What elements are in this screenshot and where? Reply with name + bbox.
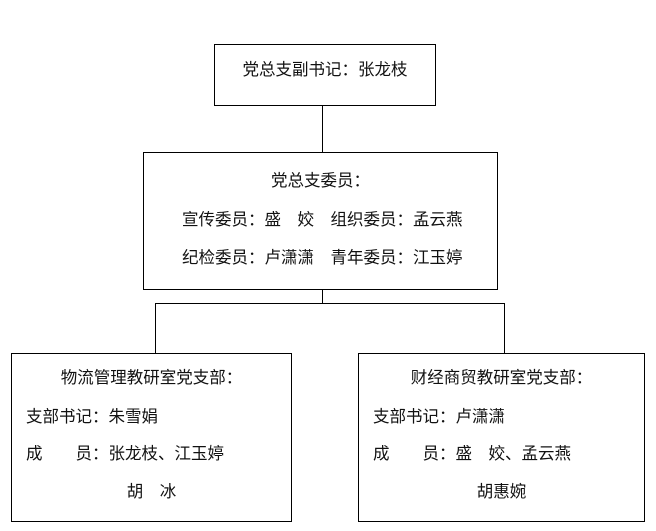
vice-secretary-title: 党总支副书记：张龙枝: [242, 60, 408, 79]
party-committee-line-2: 纪检委员：卢潇潇 青年委员：江玉婷: [182, 248, 463, 267]
connector-branch-split: [155, 303, 505, 305]
node-vice-secretary[interactable]: 党总支副书记：张龙枝: [214, 44, 436, 106]
branch-logistics-title: 物流管理教研室党支部：: [60, 368, 243, 387]
party-committee-title: 党总支委员：: [271, 171, 370, 190]
branch-logistics-secretary: 支部书记：朱雪娟: [26, 406, 158, 426]
party-committee-line-1: 宣传委员：盛 姣 组织委员：孟云燕: [182, 209, 463, 229]
node-branch-logistics[interactable]: 物流管理教研室党支部： 支部书记：朱雪娟 成 员：张龙枝、江玉婷 胡 冰: [11, 353, 292, 522]
branch-logistics-members-continued: 胡 冰: [126, 481, 177, 501]
branch-finance-members: 成 员：盛 姣、孟云燕: [373, 444, 571, 463]
connector-committee-stem: [322, 290, 324, 304]
connector-to-branch-finance: [504, 303, 506, 354]
branch-finance-title: 财经商贸教研室党支部：: [410, 368, 593, 387]
branch-finance-secretary: 支部书记：卢潇潇: [373, 406, 505, 426]
connector-to-branch-logistics: [155, 303, 157, 354]
branch-logistics-members: 成 员：张龙枝、江玉婷: [26, 444, 224, 463]
connector-vice-secretary-to-committee: [322, 106, 324, 153]
node-branch-finance[interactable]: 财经商贸教研室党支部： 支部书记：卢潇潇 成 员：盛 姣、孟云燕 胡惠婉: [358, 353, 645, 522]
branch-finance-members-continued: 胡惠婉: [476, 481, 527, 501]
node-party-committee[interactable]: 党总支委员： 宣传委员：盛 姣 组织委员：孟云燕 纪检委员：卢潇潇 青年委员：江…: [143, 152, 498, 290]
